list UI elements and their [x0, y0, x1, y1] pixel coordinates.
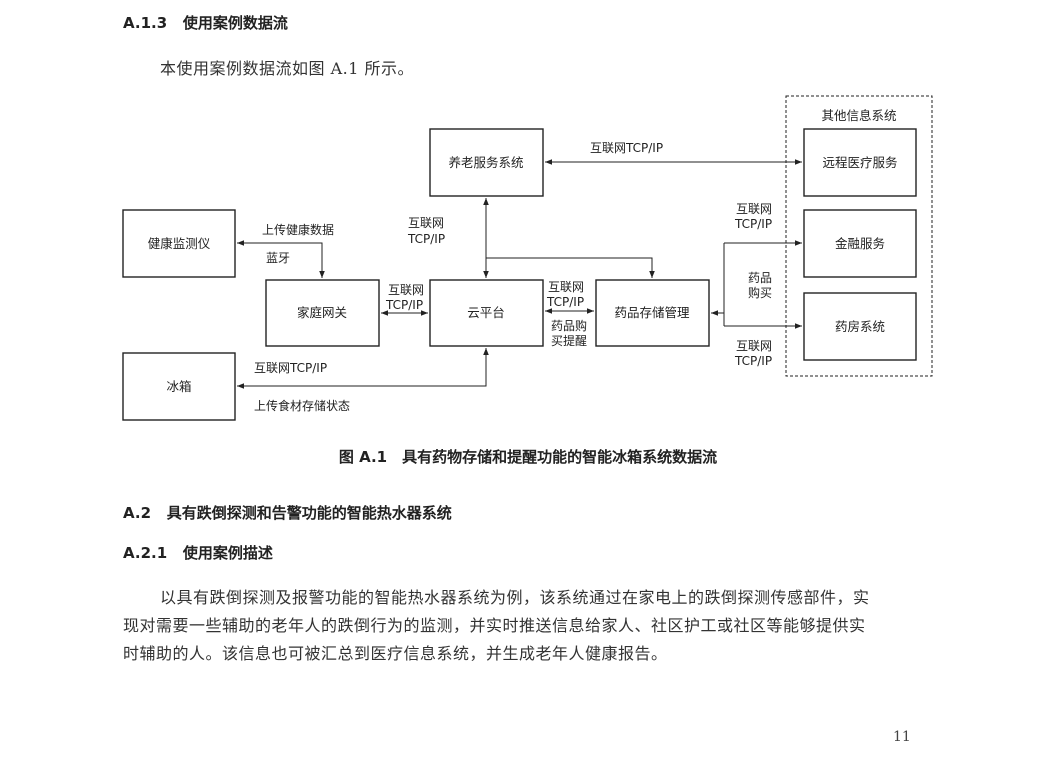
edge-label: 上传食材存储状态	[254, 398, 350, 413]
section-title: 使用案例数据流	[182, 14, 288, 32]
edge-label: 互联网	[548, 280, 584, 294]
box-label: 云平台	[467, 305, 505, 320]
box-cloud	[429, 279, 544, 347]
section-number: A.2	[123, 504, 152, 522]
box-label: 远程医疗服务	[822, 155, 897, 170]
box-fridge	[122, 352, 236, 421]
edge-label: 蓝牙	[266, 251, 290, 265]
section-heading-a2: A.2 具有跌倒探测和告警功能的智能热水器系统	[123, 502, 452, 523]
box-label: 健康监测仪	[148, 236, 211, 251]
paragraph-line: 时辅助的人。该信息也可被汇总到医疗信息系统，并生成老年人健康报告。	[123, 644, 668, 663]
paragraph-line: 现对需要一些辅助的老年人的跌倒行为的监测，并实时推送信息给家人、社区护工或社区等…	[123, 616, 866, 635]
intro-text: 本使用案例数据流如图 A.1 所示。	[160, 59, 414, 78]
box-medicine-storage	[595, 279, 710, 347]
figure-caption: 图 A.1 具有药物存储和提醒功能的智能冰箱系统数据流	[338, 448, 718, 466]
page-number: 11	[893, 729, 911, 745]
section-heading-a21: A.2.1 使用案例描述	[123, 542, 273, 563]
edge-label: 互联网TCP/IP	[590, 141, 663, 155]
section-heading-a13: A.1.3 使用案例数据流	[123, 12, 288, 33]
box-label: 药房系统	[835, 319, 885, 334]
edge-label: 互联网	[736, 339, 772, 353]
arrow-fridge-cloud	[237, 348, 489, 389]
other-systems-group	[785, 95, 933, 377]
paragraph-line: 以具有跌倒探测及报警功能的智能热水器系统为例，该系统通过在家电上的跌倒探测传感部…	[160, 588, 870, 607]
section-number: A.2.1	[123, 544, 168, 562]
section-title: 具有跌倒探测和告警功能的智能热水器系统	[166, 504, 452, 522]
box-label: 金融服务	[835, 236, 885, 251]
arrow-branch-medicine	[486, 257, 655, 278]
box-telemedicine	[803, 128, 917, 197]
arrow-monitor-gateway	[237, 240, 325, 278]
box-health-monitor	[122, 209, 236, 278]
edge-label: 买提醒	[551, 333, 587, 348]
edge-label: 上传健康数据	[262, 222, 334, 237]
box-home-gateway	[265, 279, 380, 347]
box-label: 药品存储管理	[614, 305, 690, 320]
box-label: 养老服务系统	[448, 155, 523, 170]
edge-label: 药品	[748, 271, 772, 285]
edge-label: 购买	[748, 285, 772, 300]
section-number: A.1.3	[123, 14, 168, 32]
box-label: 家庭网关	[297, 305, 347, 320]
edge-label: 互联网TCP/IP	[254, 361, 327, 375]
edge-label: TCP/IP	[734, 354, 772, 368]
edge-label: TCP/IP	[546, 295, 584, 309]
group-label: 其他信息系统	[821, 108, 896, 123]
edge-label: TCP/IP	[385, 298, 423, 312]
box-elderly-service	[429, 128, 544, 197]
edge-label: 互联网	[408, 216, 444, 230]
edge-label: 互联网	[388, 283, 424, 297]
box-pharmacy	[803, 292, 917, 361]
edge-label: TCP/IP	[734, 217, 772, 231]
edge-label: TCP/IP	[407, 232, 445, 246]
section-title: 使用案例描述	[182, 544, 273, 562]
edge-label: 药品购	[551, 318, 587, 333]
box-label: 冰箱	[166, 379, 191, 394]
edge-label: 互联网	[736, 202, 772, 216]
box-finance	[803, 209, 917, 278]
